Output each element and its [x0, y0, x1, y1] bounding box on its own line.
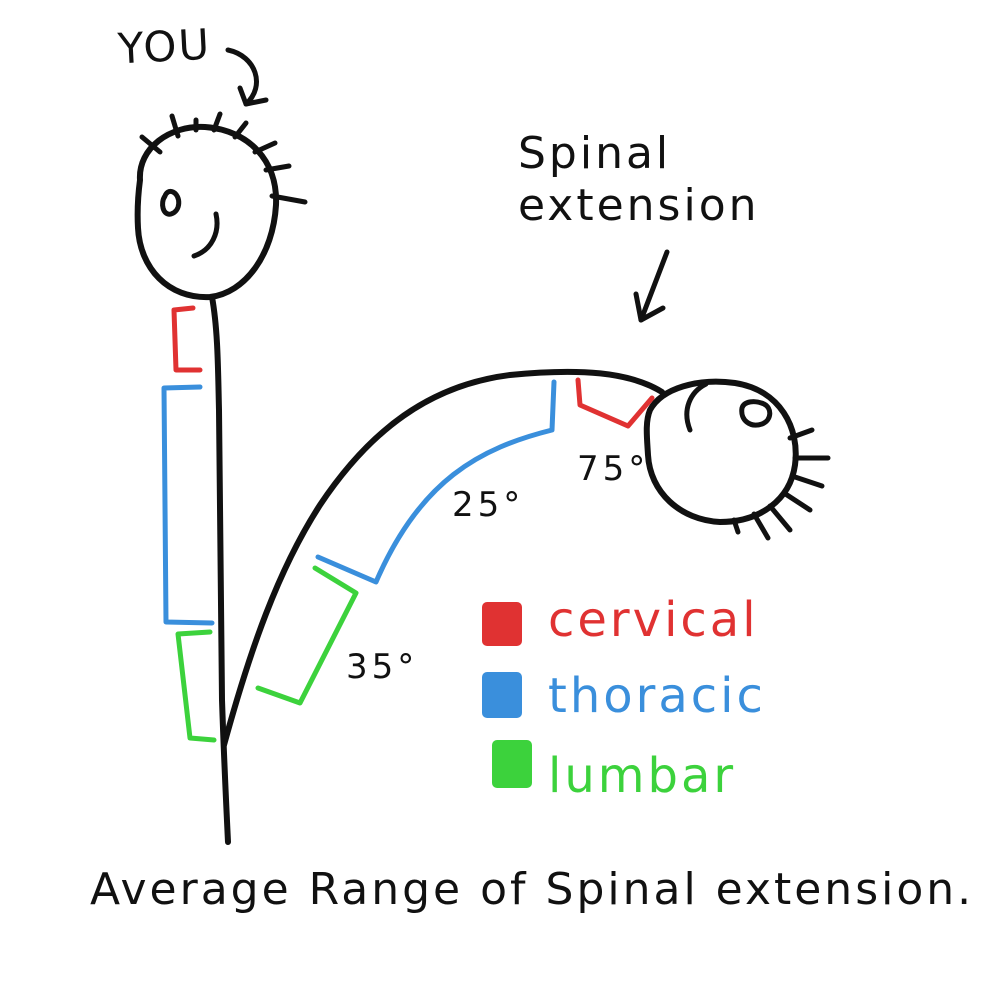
standing-smile	[191, 211, 220, 259]
extended-head	[643, 378, 799, 525]
standing-hair	[139, 111, 308, 205]
thoracic-degree-label: 25°	[452, 485, 525, 525]
legend-swatches	[482, 602, 532, 788]
extended-lumbar-bracket	[255, 565, 359, 706]
extended-hair	[731, 427, 831, 541]
extended-eye	[739, 399, 773, 428]
standing-cervical-bracket	[171, 305, 203, 373]
you-arrow	[225, 47, 269, 107]
legend-swatch-thoracic	[482, 672, 522, 718]
extended-thoracic-bracket	[315, 379, 557, 585]
extension-arrow	[633, 249, 670, 323]
legend-label-thoracic: thoracic	[548, 668, 766, 724]
standing-spine	[209, 294, 231, 845]
extended-figure	[221, 368, 831, 748]
legend-swatch-lumbar	[492, 740, 532, 788]
standing-figure	[134, 111, 308, 845]
legend-label-lumbar: lumbar	[548, 748, 737, 804]
you-label: YOU	[116, 19, 213, 74]
extended-spine	[221, 368, 665, 748]
legend-label-cervical: cervical	[548, 592, 759, 648]
diagram-caption: Average Range of Spinal extension.	[90, 864, 975, 915]
standing-eye	[160, 188, 182, 217]
legend-swatch-cervical	[482, 602, 522, 646]
cervical-degree-label: 75°	[577, 449, 650, 489]
lumbar-degree-label: 35°	[346, 647, 419, 687]
extended-smile	[684, 381, 709, 433]
standing-thoracic-bracket	[161, 384, 215, 626]
spinal-extension-label: Spinal extension	[518, 128, 760, 231]
extended-cervical-bracket	[575, 377, 655, 429]
standing-lumbar-bracket	[175, 629, 217, 743]
